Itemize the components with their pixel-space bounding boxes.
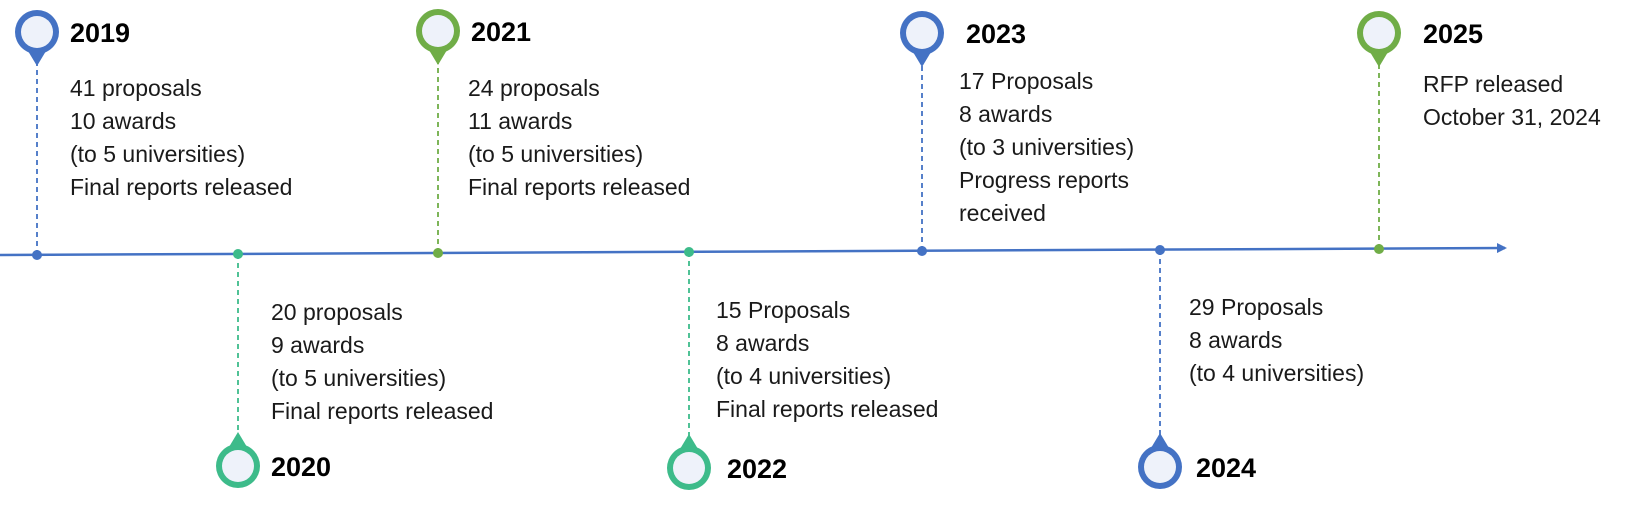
milestone-description: 24 proposals 11 awards (to 5 universities)… (468, 72, 690, 204)
timeline-axis (0, 243, 1507, 257)
milestone-detail-line: 10 awards (70, 108, 177, 134)
milestone-description: 15 Proposals 8 awards (to 4 universities) F… (716, 294, 938, 426)
milestone-year: 2025 (1423, 19, 1484, 49)
milestone-description: 41 proposals 10 awards (to 5 universities)… (70, 72, 292, 204)
milestone-detail-line: 8 awards (959, 101, 1053, 127)
milestone-detail-line: (to 5 universities) (271, 365, 447, 391)
milestone-detail-line: received (959, 200, 1046, 226)
milestone-year: 2020 (271, 452, 332, 482)
milestone-detail-line: (to 4 universities) (1189, 360, 1365, 386)
milestone-detail-line: Final reports released (468, 174, 691, 200)
milestone-detail-line: (to 5 universities) (70, 141, 246, 167)
milestone-year: 2022 (727, 454, 788, 484)
timeline-dot-2020 (233, 249, 243, 259)
milestone-detail-line: 8 awards (716, 330, 810, 356)
milestone-detail-line: 29 Proposals (1189, 294, 1324, 320)
milestone-detail-line: Final reports released (716, 396, 939, 422)
timeline-dot-2023 (917, 246, 927, 256)
milestone-detail-line: Final reports released (70, 174, 293, 200)
timeline-dot-2024 (1155, 245, 1165, 255)
pin-center-2019 (21, 16, 53, 48)
milestone-detail-line: (to 3 universities) (959, 134, 1135, 160)
milestone-detail-line: October 31, 2024 (1423, 104, 1601, 130)
pin-center-2025 (1363, 17, 1395, 49)
timeline-dot-2025 (1374, 244, 1384, 254)
milestone-detail-line: 9 awards (271, 332, 365, 358)
milestone-description: 17 Proposals 8 awards (to 3 universities) P… (959, 65, 1134, 230)
milestone-detail-line: 20 proposals (271, 299, 403, 325)
milestone-detail-line: Final reports released (271, 398, 494, 424)
milestone-year: 2024 (1196, 453, 1257, 483)
milestone-year: 2021 (471, 17, 532, 47)
milestone-detail-line: (to 5 universities) (468, 141, 644, 167)
timeline-dot-2021 (433, 248, 443, 258)
milestone-detail-line: 15 Proposals (716, 297, 851, 323)
pin-center-2023 (906, 17, 938, 49)
milestone-detail-line: 8 awards (1189, 327, 1283, 353)
pin-center-2020 (222, 450, 254, 482)
milestone-year: 2019 (70, 18, 131, 48)
pin-center-2021 (422, 15, 454, 47)
timeline-dot-2022 (684, 247, 694, 257)
pin-center-2022 (673, 452, 705, 484)
milestone-detail-line: 11 awards (468, 108, 573, 134)
milestone-description: 20 proposals 9 awards (to 5 universities) F… (271, 296, 493, 428)
milestone-year: 2023 (966, 19, 1027, 49)
milestone-detail-line: Progress reports (959, 167, 1130, 193)
milestone-detail-line: 41 proposals (70, 75, 202, 101)
milestone-detail-line: 17 Proposals (959, 68, 1094, 94)
pin-center-2024 (1144, 451, 1176, 483)
milestone-detail-line: 24 proposals (468, 75, 600, 101)
milestone-description: 29 Proposals 8 awards (to 4 universities) (1189, 291, 1364, 390)
timeline-dot-2019 (32, 250, 42, 260)
milestone-detail-line: RFP released (1423, 71, 1564, 97)
milestone-detail-line: (to 4 universities) (716, 363, 892, 389)
